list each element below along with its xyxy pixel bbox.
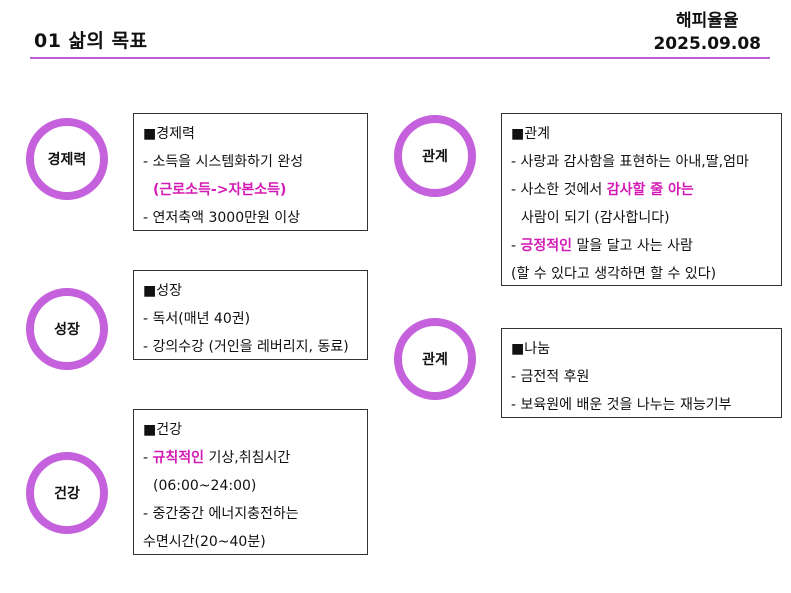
page-title: 01 삶의 목표 <box>34 30 148 52</box>
sharing-line-2: - 보육원에 배운 것을 나누는 재능기부 <box>511 397 732 413</box>
relation-heading: ■관계 <box>511 126 550 142</box>
health-heading: ■건강 <box>143 422 182 438</box>
relation-line-4-rest: 말을 달고 사는 사람 <box>572 238 693 254</box>
growth-line-1: - 독서(매년 40권) <box>143 311 251 327</box>
growth-line-2: - 강의수강 (거인을 레버리지, 동료) <box>143 339 349 355</box>
sharing-line-1: - 금전적 후원 <box>511 369 590 385</box>
health-line-4: 수면시간(20~40분) <box>143 534 266 550</box>
relation-line-2-highlight: 감사할 줄 아는 <box>606 182 694 198</box>
relation-line-3: 사람이 되기 (감사합니다) <box>521 210 670 226</box>
health-box: ■건강 - 규칙적인 기상,취침시간 (06:00~24:00) - 중간중간 … <box>133 409 368 555</box>
health-line-1-highlight: 규칙적인 <box>152 450 205 466</box>
brand-name: 해피율율 <box>675 11 739 31</box>
relation-line-4: - 긍정적인 말을 달고 사는 사람 <box>511 232 773 260</box>
finance-line-2: (근로소득->자본소득) <box>153 182 287 198</box>
sharing-box: ■나눔 - 금전적 후원 - 보육원에 배운 것을 나누는 재능기부 <box>501 328 782 418</box>
sharing-heading: ■나눔 <box>511 341 550 357</box>
relation-line-4-highlight: 긍정적인 <box>520 238 573 254</box>
circle-growth: 성장 <box>26 288 108 370</box>
relation-line-5: (할 수 있다고 생각하면 할 수 있다) <box>511 266 717 282</box>
health-line-1-rest: 기상,취침시간 <box>204 450 291 466</box>
health-line-2: (06:00~24:00) <box>153 478 257 494</box>
relation-line-2-prefix: - 사소한 것에서 <box>511 182 607 198</box>
growth-box: ■성장 - 독서(매년 40권) - 강의수강 (거인을 레버리지, 동료) <box>133 270 368 360</box>
relation-line-2: - 사소한 것에서 감사할 줄 아는 <box>511 176 773 204</box>
circle-finance: 경제력 <box>26 118 108 200</box>
date-label: 2025.09.08 <box>653 34 761 54</box>
circle-relation: 관계 <box>394 115 476 197</box>
finance-line-1: - 소득을 시스템화하기 완성 <box>143 154 304 170</box>
health-line-1: - 규칙적인 기상,취침시간 <box>143 444 359 472</box>
relation-box: ■관계 - 사랑과 감사함을 표현하는 아내,딸,엄마 - 사소한 것에서 감사… <box>501 113 782 286</box>
relation-line-1: - 사랑과 감사함을 표현하는 아내,딸,엄마 <box>511 154 749 170</box>
relation-line-4-prefix: - <box>511 238 521 254</box>
health-line-1-prefix: - <box>143 450 153 466</box>
circle-relation-2: 관계 <box>394 318 476 400</box>
finance-heading: ■경제력 <box>143 126 195 142</box>
brand-block: 해피율율 2025.09.08 <box>653 10 761 56</box>
finance-line-3: - 연저축액 3000만원 이상 <box>143 210 301 226</box>
header-divider <box>30 57 770 59</box>
growth-heading: ■성장 <box>143 283 182 299</box>
circle-health: 건강 <box>26 452 108 534</box>
health-line-3: - 중간중간 에너지충전하는 <box>143 506 299 522</box>
finance-box: ■경제력 - 소득을 시스템화하기 완성 (근로소득->자본소득) - 연저축액… <box>133 113 368 231</box>
